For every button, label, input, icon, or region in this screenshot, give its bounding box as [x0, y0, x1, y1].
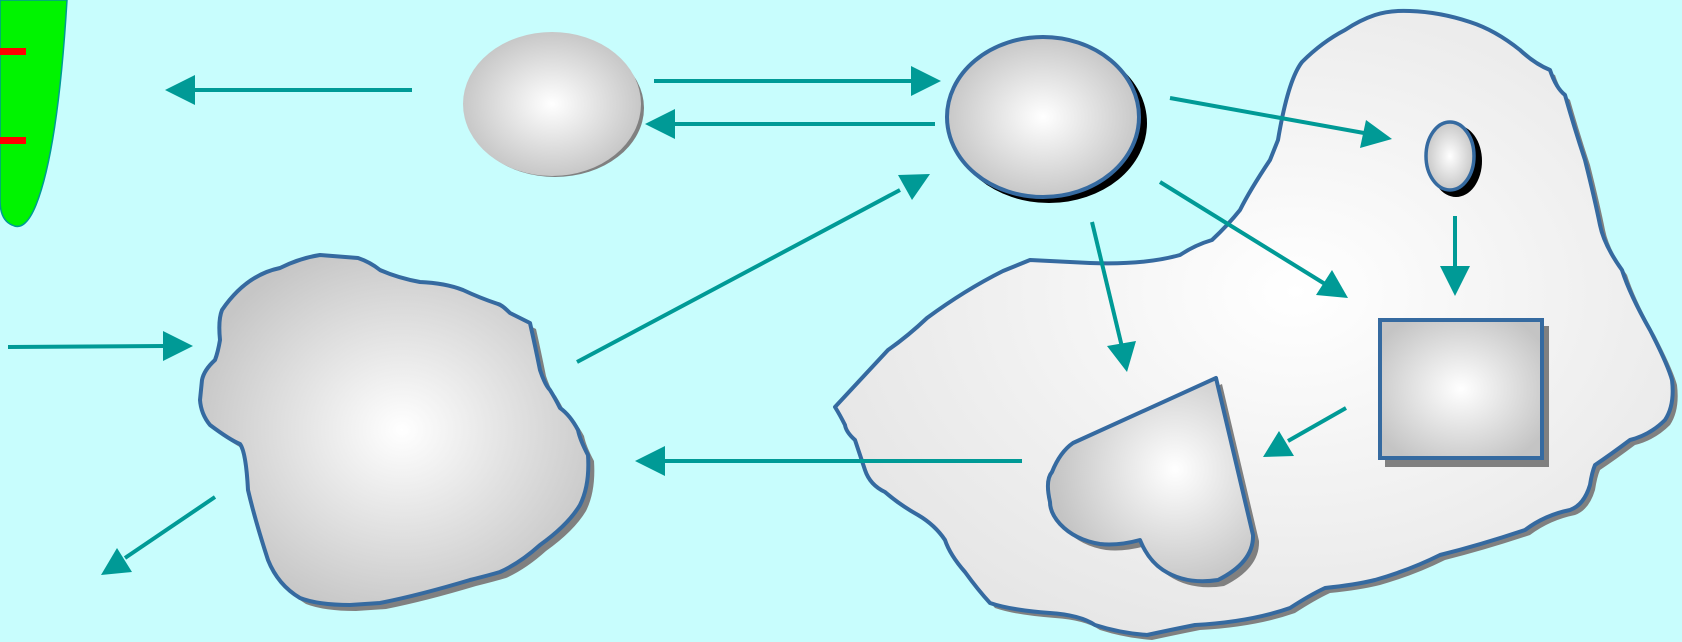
red-mark-upper: [0, 8, 26, 55]
small-oval-shape: [1424, 120, 1482, 197]
arrow-in-to-blob: [7, 331, 193, 361]
top-center-oval-shape: [945, 35, 1147, 203]
arrow-oval-left-out: [165, 75, 412, 105]
arrow-oval-to-small-oval: [1169, 96, 1392, 148]
heart-shape: [1045, 376, 1260, 588]
arrow-oval-to-heart: [1090, 221, 1136, 372]
green-sliver-shape: [0, 0, 68, 228]
arrow-oval-back: [645, 109, 935, 139]
arrow-oval-to-square: [1158, 180, 1348, 298]
top-left-oval-shape: [463, 32, 644, 177]
red-mark-lower: [0, 93, 26, 144]
arrows-layer: [7, 66, 1470, 575]
arrow-square-to-heart: [1263, 406, 1347, 457]
arrow-region-to-blob: [635, 446, 1022, 476]
square-shape: [1378, 318, 1549, 467]
arrow-small-oval-to-square: [1440, 216, 1470, 296]
left-blob-shape: [198, 253, 595, 611]
arrow-blob-out: [101, 495, 217, 575]
arrow-oval-to-oval: [654, 66, 941, 96]
arrow-blob-to-oval: [576, 174, 930, 364]
